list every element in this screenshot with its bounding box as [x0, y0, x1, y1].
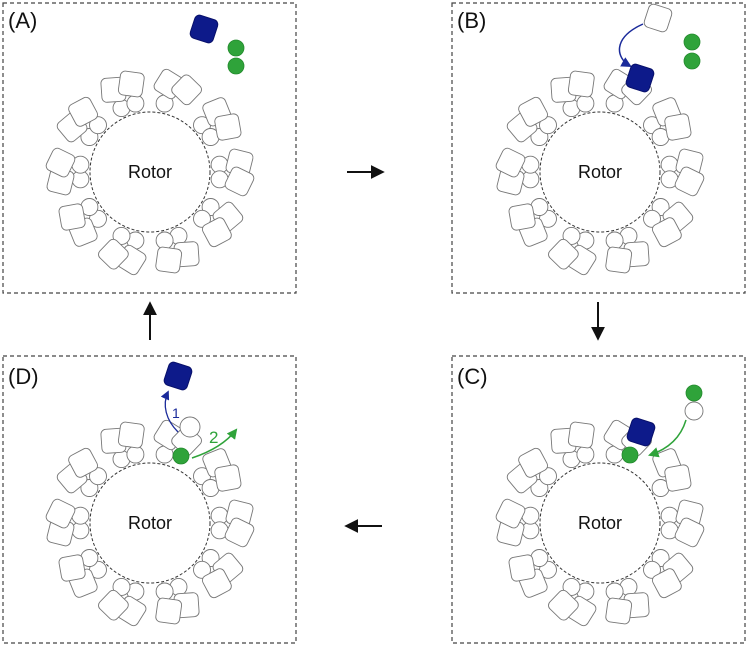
panel-b-square-origin — [643, 3, 673, 33]
rotor-subunit — [58, 203, 86, 231]
panel-a-ring — [45, 68, 255, 276]
panel-a-ion-1 — [227, 39, 245, 57]
rotor-subunit — [651, 217, 682, 248]
panel-c-rotor-label: Rotor — [578, 513, 622, 533]
rotor-subunit — [495, 498, 526, 529]
rotor-subunit — [201, 217, 232, 248]
panel-a-rotor-label: Rotor — [128, 162, 172, 182]
panel-a-label: (A) — [8, 8, 37, 33]
binding-site — [89, 467, 107, 486]
panel-c-rotor — [539, 462, 661, 584]
panel-d-step-1-label: 1 — [172, 405, 180, 421]
binding-site — [605, 231, 624, 250]
binding-site — [562, 226, 581, 245]
panel-d-ring — [45, 419, 255, 627]
panel-a-rotor — [89, 111, 211, 233]
rotor-subunit — [98, 589, 129, 621]
rotor-subunit — [201, 568, 232, 599]
rotor-subunit — [171, 74, 202, 106]
rotor-subunit — [155, 597, 183, 625]
panel-d-substrate — [163, 361, 193, 391]
panel-c-ring — [495, 419, 705, 627]
panel-b-ion-1 — [683, 33, 701, 51]
panel-b-ion-2 — [683, 52, 701, 70]
panel-c-ion-origin — [684, 401, 704, 421]
binding-site — [576, 445, 595, 464]
binding-site — [89, 116, 107, 135]
panel-d-step-2-label: 2 — [209, 428, 218, 447]
panel-b-rotor-label: Rotor — [578, 162, 622, 182]
panel-a: Rotor (A) — [2, 2, 297, 294]
panel-b-rotor — [539, 111, 661, 233]
panel-a-substrate — [189, 14, 219, 44]
rotor-subunit — [674, 166, 705, 197]
binding-site — [539, 116, 557, 135]
panel-b-substrate — [625, 63, 655, 93]
panel-d: Rotor (D) 1 2 — [2, 355, 297, 644]
rotor-subunit — [567, 70, 595, 98]
binding-site — [126, 445, 145, 464]
binding-site — [539, 467, 557, 486]
rotor-subunit — [45, 498, 76, 529]
panel-d-label: (D) — [8, 364, 39, 389]
rotor-subunit — [651, 568, 682, 599]
binding-site — [155, 582, 174, 601]
rotor-subunit — [548, 589, 579, 621]
panel-d-empty-site — [179, 416, 201, 438]
panel-a-ion-2 — [227, 57, 245, 75]
panel-c-ion-free — [685, 384, 703, 402]
binding-site — [126, 94, 145, 113]
rotor-subunit — [674, 517, 705, 548]
rotor-subunit — [605, 246, 633, 274]
rotor-subunit — [548, 238, 579, 270]
panel-d-rotor — [89, 462, 211, 584]
panel-d-step-2-arrow — [191, 428, 238, 459]
panel-c-ion-bound — [621, 446, 639, 464]
rotor-subunit — [68, 96, 99, 127]
panel-d-rotor-label: Rotor — [128, 513, 172, 533]
rotor-subunit — [224, 166, 255, 197]
binding-site — [193, 209, 211, 228]
rotor-subunit — [664, 113, 692, 141]
binding-site — [112, 577, 131, 596]
binding-site — [576, 94, 595, 113]
panel-c-label: (C) — [457, 364, 488, 389]
panel-b: Rotor (B) — [451, 2, 746, 294]
rotor-subunit — [518, 447, 549, 478]
rotor-subunit — [68, 447, 99, 478]
rotor-subunit — [214, 464, 242, 492]
rotor-subunit — [567, 421, 595, 449]
panel-c-substrate — [626, 417, 656, 447]
binding-site — [562, 577, 581, 596]
panel-c: Rotor (C) — [451, 355, 746, 644]
rotor-subunit — [117, 70, 145, 98]
rotor-subunit — [58, 554, 86, 582]
binding-site — [155, 231, 174, 250]
rotor-subunit — [508, 203, 536, 231]
binding-site — [112, 226, 131, 245]
binding-site — [193, 560, 211, 579]
rotor-subunit — [605, 597, 633, 625]
binding-site — [643, 560, 661, 579]
rotor-subunit — [518, 96, 549, 127]
binding-site — [643, 209, 661, 228]
rotor-subunit — [98, 238, 129, 270]
rotor-subunit — [117, 421, 145, 449]
rotor-subunit — [155, 246, 183, 274]
rotor-subunit — [495, 147, 526, 178]
panel-d-ion-bound — [172, 447, 190, 465]
rotor-subunit — [45, 147, 76, 178]
rotor-subunit — [508, 554, 536, 582]
rotor-subunit — [224, 517, 255, 548]
panel-b-label: (B) — [457, 8, 486, 33]
rotor-subunit — [214, 113, 242, 141]
panel-b-move-arrow — [618, 23, 644, 68]
rotor-subunit — [664, 464, 692, 492]
binding-site — [605, 582, 624, 601]
panel-d-step-1-arrow — [160, 390, 179, 433]
panel-c-ion-arrow — [648, 419, 687, 458]
